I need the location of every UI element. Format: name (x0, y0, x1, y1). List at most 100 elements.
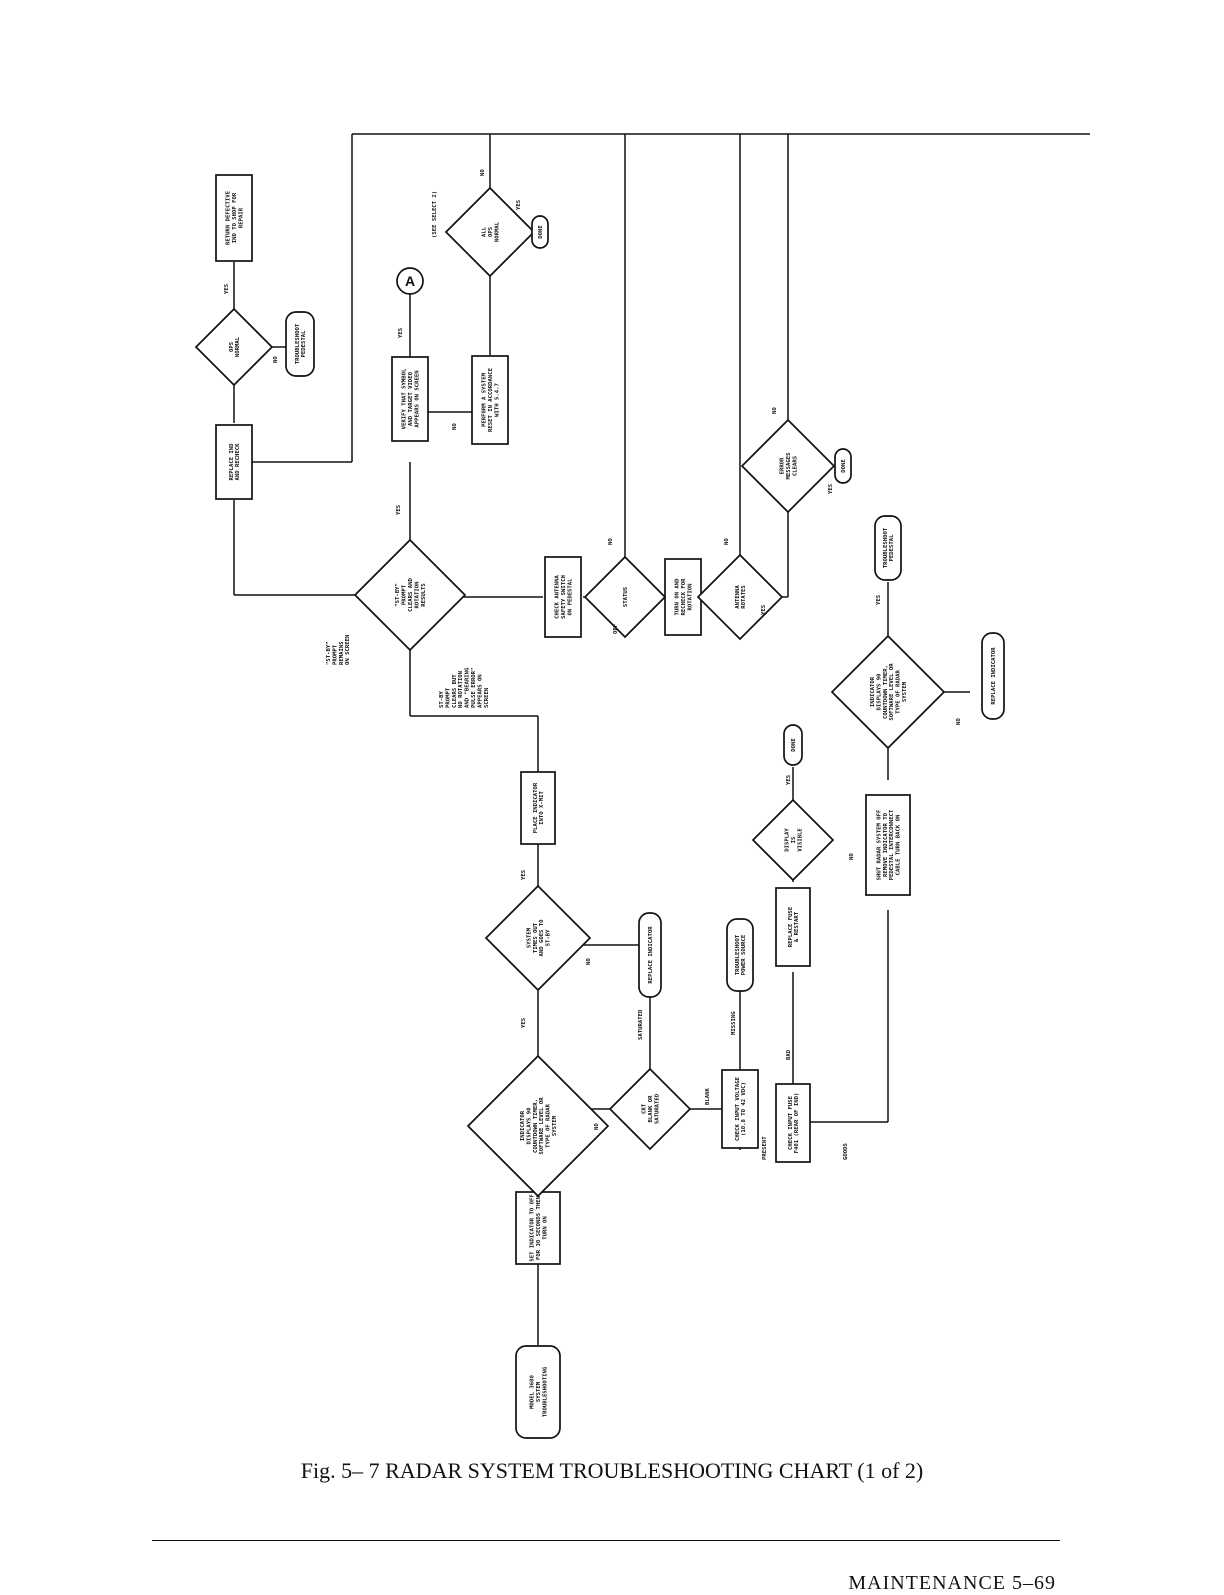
node-place-xmit: PLACE INDICATORINTO X-MIT (520, 771, 556, 845)
edge-label-no-error: NO (772, 407, 778, 414)
node-shape (608, 1067, 692, 1151)
edge-label-yes-stby: YES (396, 504, 402, 515)
node-shape (981, 632, 1005, 720)
node-text: REPLACE FUSE& RESTART (788, 907, 800, 947)
node-done-display: DONE (783, 724, 803, 766)
edge-label-bad: BAD (786, 1049, 792, 1060)
node-text: "ST-BY"PROMPTCLEARS ANDROTATIONRESULTS (395, 578, 427, 612)
node-shape (396, 267, 424, 295)
node-shape (830, 634, 946, 750)
node-shape (865, 794, 911, 896)
edge-label-yes-verify: YES (398, 327, 404, 338)
node-ind-countdown1: INDICATORDISPLAYS 90COUNTDOWN TIMER,SOFT… (466, 1054, 610, 1198)
node-display-visible: DISPLAYISVISIBLE (751, 798, 835, 882)
node-text: OPSNORMAL (229, 336, 241, 357)
node-turn-on-recheck: TURN ON ANDRECHECK FORROTATION (664, 558, 702, 636)
node-shape (515, 1345, 561, 1439)
node-text: SHUT RADAR SYSTEM OFFREMOVE INDICATOR TO… (876, 809, 901, 880)
node-text: TROUBLESHOOTPEDESTAL (883, 527, 895, 568)
node-stby-prompt: "ST-BY"PROMPTCLEARS ANDROTATIONRESULTS (353, 538, 467, 652)
edge-label-missing: MISSING (731, 1011, 737, 1035)
node-text: CHECK INPUT VOLTAGE(10.8 TO 42 VDC) (735, 1077, 747, 1141)
node-text: REPLACE INDAND RECHECK (229, 443, 241, 481)
edge-label-see-select: (SEE SELECT 2) (432, 191, 438, 238)
node-text: CRTBLANK ORSATURATED (642, 1093, 661, 1124)
node-text: REPLACE INDICATOR (648, 926, 654, 984)
node-shape (696, 553, 784, 641)
node-text: ANTENNAROTATES (735, 585, 747, 609)
edge-label-no-status: NO (608, 538, 614, 545)
edge-label-no-display: NO (849, 853, 855, 860)
node-text: DISPLAYISVISIBLE (785, 828, 804, 852)
edge-label-yes-allops: YES (516, 199, 522, 210)
edge-label-blank: BLANK (705, 1088, 711, 1105)
node-text: TROUBLESHOOTPOWER SOURCE (735, 934, 747, 975)
node-error-messages: ERRORMESSAGESCLEARS (740, 418, 836, 514)
node-shape (544, 556, 582, 638)
node-shape (194, 307, 274, 387)
node-shape (740, 418, 836, 514)
node-sys-times-out: SYSTEMTIMES OUTAND GOES TOST-BY (484, 884, 592, 992)
node-text: RETURN DEFECTIVEIND TO SHOP FORREPAIR (226, 191, 245, 245)
node-text: INDICATORDISPLAYS 90COUNTDOWN TIMER,SOFT… (520, 1097, 558, 1155)
node-check-antenna: CHECK ANTENNASAFETY SWITCHON PEDESTAL (544, 556, 582, 638)
node-ts-pedestal2: TROUBLESHOOTPEDESTAL (874, 515, 902, 581)
node-ts-pedestal1: TROUBLESHOOTPEDESTAL (285, 311, 315, 377)
node-set-off: SET INDICATOR TO OFFFOR 30 SECONDS THENT… (515, 1191, 561, 1265)
node-shape (391, 356, 429, 442)
node-text: MODEL 3600SYSTEMTROUBLESHOOTING (530, 1366, 549, 1417)
node-done-ops: DONE (531, 215, 549, 249)
node-text: REPLACE INDICATOR (991, 647, 997, 705)
node-replace-ind3: REPLACE INDICATOR (981, 632, 1005, 720)
node-done-error: DONE (834, 448, 852, 484)
node-text: DONE (538, 225, 544, 238)
edge-label-yes-countdown2: YES (876, 594, 882, 605)
node-shape (638, 912, 662, 998)
node-text: TROUBLESHOOTPEDESTAL (295, 323, 307, 364)
node-shape (834, 448, 852, 484)
node-shape (783, 724, 803, 766)
node-shape (215, 174, 253, 262)
node-perform-reset: PERFORM A SYSTEMRESET IN ACCORDANCEWITH … (471, 355, 509, 445)
edge-label-stby-remains: "ST-BY"PROMPTREMAINSON SCREEN (326, 634, 351, 665)
edge-label-no-rotates: NO (724, 538, 730, 545)
node-crt: CRTBLANK ORSATURATED (608, 1067, 692, 1151)
node-shape (583, 555, 667, 639)
node-all-ops-normal: ALLOPSNORMAL (444, 186, 536, 278)
node-text: DONE (841, 459, 847, 472)
node-shape (520, 771, 556, 845)
edge-label-no-verify: NO (452, 423, 458, 430)
node-text: INDICATORDISPLAYS 90COUNTDOWN TIMER,SOFT… (870, 663, 908, 721)
node-text: SET INDICATOR TO OFFFOR 30 SECONDS THENT… (530, 1194, 549, 1262)
node-text: PERFORM A SYSTEMRESET IN ACCORDANCEWITH … (482, 368, 501, 432)
edge-label-yes-rotates: YES (761, 604, 767, 615)
node-check-fuse: CHECK INPUT FUSEF401 (REAR OF IND) (775, 1083, 811, 1163)
node-start: MODEL 3600SYSTEMTROUBLESHOOTING (515, 1345, 561, 1439)
edge-label-yes-error: YES (828, 483, 834, 494)
node-shut-radar: SHUT RADAR SYSTEM OFFREMOVE INDICATOR TO… (865, 794, 911, 896)
node-text: DONE (791, 738, 797, 751)
edge-label-yes-countdown1: YES (521, 1017, 527, 1028)
edge-label-off-status: OFF (613, 623, 619, 634)
node-shape (444, 186, 536, 278)
node-shape (515, 1191, 561, 1265)
edge-label-no-countdown2: NO (956, 718, 962, 725)
node-text: CHECK ANTENNASAFETY SWITCHON PEDESTAL (555, 574, 574, 618)
node-replace-ind1: REPLACE INDICATOR (638, 912, 662, 998)
node-shape (775, 887, 811, 967)
footer-rule (152, 1540, 1060, 1541)
edge-label-saturated: SATURATED (638, 1009, 644, 1040)
edge-label-yes-timesout: YES (521, 869, 527, 880)
edge-label-present: PRESENT (762, 1136, 768, 1160)
flow-lines (233, 133, 1090, 1345)
node-text: ERRORMESSAGESCLEARS (780, 452, 799, 480)
node-shape (531, 215, 549, 249)
node-ind-countdown2: INDICATORDISPLAYS 90COUNTDOWN TIMER,SOFT… (830, 634, 946, 750)
node-shape (285, 311, 315, 377)
node-text: VERIFY THAT SYMBOLAND TARGET VIDEOAPPEAR… (402, 368, 421, 429)
node-shape (726, 918, 754, 992)
edge-label-no-allops: NO (480, 169, 486, 176)
edge-label-no-timesout: NO (586, 958, 592, 965)
flowchart: MODEL 3600SYSTEMTROUBLESHOOTING SET INDIC… (194, 133, 1090, 1439)
node-check-input-voltage: CHECK INPUT VOLTAGE(10.8 TO 42 VDC) (721, 1069, 759, 1149)
